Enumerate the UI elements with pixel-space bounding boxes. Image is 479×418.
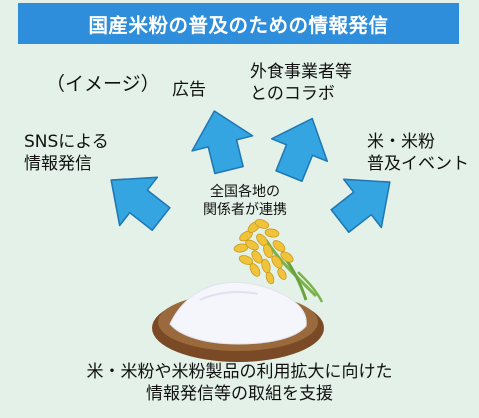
node-dining-line1: 外食事業者等 — [250, 62, 352, 82]
node-ad: 広告 — [172, 80, 206, 100]
node-event-line1: 米・米粉 — [367, 132, 435, 152]
bottom-caption-line1: 米・米粉や米粉製品の利用拡大に向けた — [86, 362, 393, 382]
title-banner: 国産米粉の普及のための情報発信 — [18, 3, 459, 44]
node-dining-collab: 外食事業者等 とのコラボ — [250, 62, 352, 106]
image-note: （イメージ） — [46, 73, 160, 95]
rice-flour-bowl-icon — [152, 281, 324, 362]
rice-plant-icon — [233, 219, 324, 303]
bottom-caption-line2: 情報発信等の取組を支援 — [146, 383, 333, 404]
center-label: 全国各地の 関係者が連携 — [190, 184, 300, 220]
center-line2: 関係者が連携 — [203, 201, 287, 218]
title-text: 国産米粉の普及のための情報発信 — [88, 14, 389, 37]
node-event-line2: 普及イベント — [367, 153, 469, 174]
node-sns-line1: SNSによる — [24, 132, 109, 152]
node-sns: SNSによる 情報発信 — [24, 132, 109, 176]
center-line1: 全国各地の — [210, 184, 280, 200]
node-sns-line2: 情報発信 — [24, 153, 92, 174]
node-dining-line2: とのコラボ — [250, 83, 335, 104]
bottom-caption: 米・米粉や米粉製品の利用拡大に向けた 情報発信等の取組を支援 — [0, 362, 479, 406]
node-event: 米・米粉 普及イベント — [367, 132, 469, 176]
